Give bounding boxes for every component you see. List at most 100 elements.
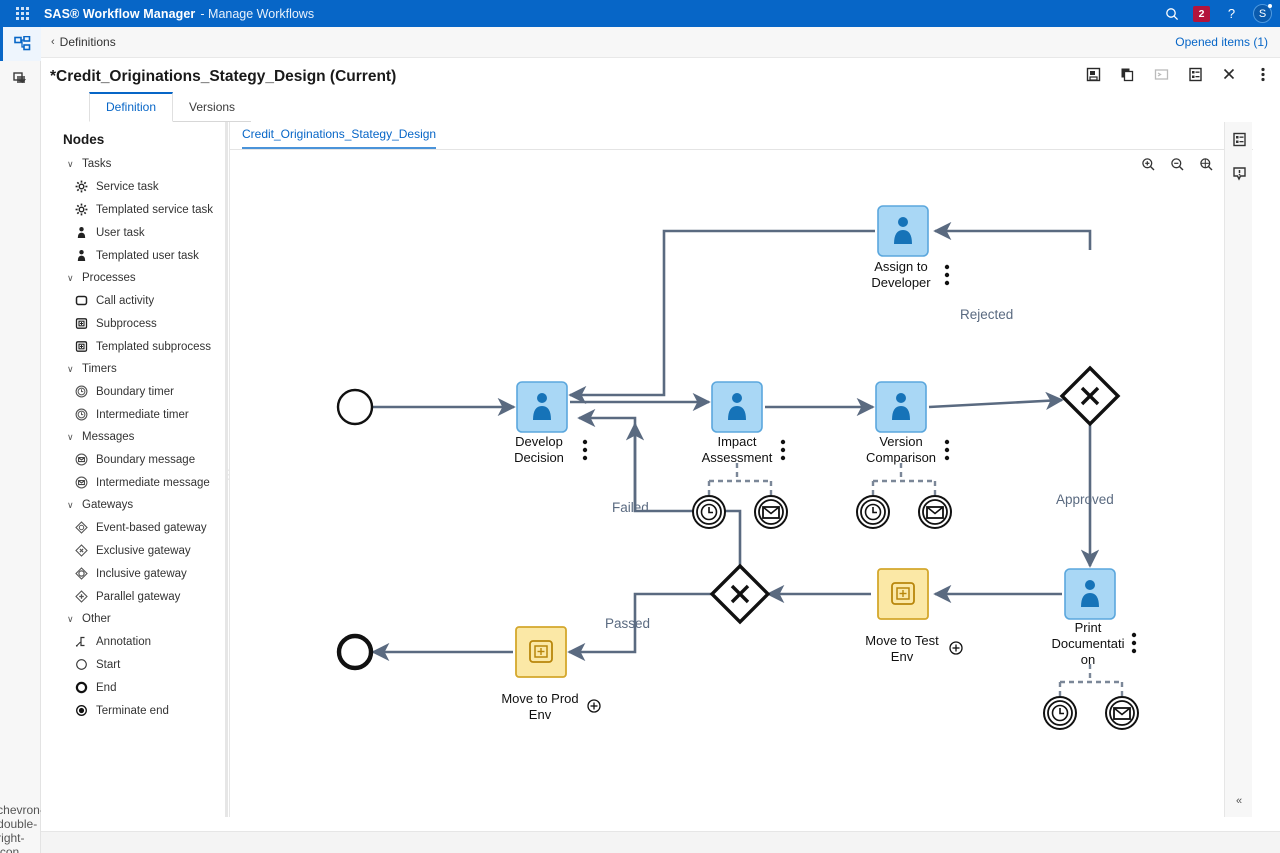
edge-label-rejected: Rejected <box>960 307 1013 322</box>
palette-item-label: End <box>96 681 117 694</box>
breadcrumb[interactable]: ‹ Definitions <box>51 35 116 49</box>
person-icon <box>74 226 88 240</box>
node-label: Developer <box>871 275 931 290</box>
node-assign-to-developer[interactable]: Assign to Developer <box>871 205 950 290</box>
palette-item-boundary-message[interactable]: Boundary message <box>41 448 226 471</box>
node-version-comparison[interactable]: Version Comparison <box>866 381 950 465</box>
node-menu-icon[interactable] <box>1131 632 1137 654</box>
node-menu-icon[interactable] <box>944 439 950 461</box>
palette-item-subprocess[interactable]: Subprocess <box>41 312 226 335</box>
boundary-event-timer[interactable] <box>856 495 890 529</box>
palette-item-call-activity[interactable]: Call activity <box>41 289 226 312</box>
palette-group-messages[interactable]: ∨ Messages <box>41 426 226 448</box>
node-gateway-approval[interactable] <box>1059 365 1121 427</box>
node-end[interactable] <box>336 633 374 671</box>
avatar[interactable]: S <box>1253 4 1272 23</box>
palette-title: Nodes <box>63 132 105 147</box>
boundary-event-timer[interactable] <box>1043 696 1077 730</box>
node-gateway-result[interactable] <box>709 563 771 625</box>
node-impact-assessment[interactable]: Impact Assessment <box>702 381 786 465</box>
node-develop-decision[interactable]: Develop Decision <box>514 381 588 465</box>
notification-badge[interactable]: 2 <box>1193 5 1210 22</box>
comments-panel-icon[interactable] <box>1225 156 1253 190</box>
palette-item-label: Boundary timer <box>96 385 174 398</box>
palette-item-terminate-end[interactable]: Terminate end <box>41 699 226 722</box>
node-label: Print <box>1075 620 1102 635</box>
palette-item-start[interactable]: Start <box>41 653 226 676</box>
boundary-event-message[interactable] <box>918 495 952 529</box>
close-icon[interactable] <box>1220 65 1238 83</box>
canvas-tab-diagram[interactable]: Credit_Originations_Stategy_Design <box>242 127 437 149</box>
app-section-name: - Manage Workflows <box>200 6 315 21</box>
node-menu-icon[interactable] <box>582 439 588 461</box>
zoom-fit-icon[interactable] <box>1198 156 1215 173</box>
document-header: *Credit_Originations_Stategy_Design (Cur… <box>41 58 1280 122</box>
node-start[interactable] <box>336 388 374 426</box>
boundary-event-timer[interactable] <box>692 495 726 529</box>
palette-group-tasks[interactable]: ∨ Tasks <box>41 153 226 175</box>
palette-group-timers[interactable]: ∨ Timers <box>41 358 226 380</box>
node-move-to-test-env[interactable]: Move to Test Env <box>865 568 963 664</box>
palette-item-intermediate-message[interactable]: Intermediate message <box>41 471 226 494</box>
workflow-instances-icon[interactable] <box>0 61 41 95</box>
palette-group-other[interactable]: ∨ Other <box>41 608 226 630</box>
node-palette: Nodes ∨ Tasks Service task Templated ser… <box>41 122 226 817</box>
breadcrumb-bar: ‹ Definitions Opened items (1) <box>41 27 1280 58</box>
opened-items-link[interactable]: Opened items (1) <box>1175 35 1268 49</box>
collapse-right-panel-icon[interactable]: « <box>1235 795 1243 807</box>
node-menu-icon[interactable] <box>944 264 950 286</box>
expand-rail-icon[interactable]: chevron-double-right-icon <box>0 803 44 853</box>
question-mark-icon[interactable]: ? <box>1227 6 1236 21</box>
breadcrumb-label: Definitions <box>59 35 116 49</box>
save-icon[interactable] <box>1084 65 1102 83</box>
palette-splitter[interactable] <box>223 122 236 817</box>
palette-item-intermediate-timer[interactable]: Intermediate timer <box>41 403 226 426</box>
document-tabs: Definition Versions <box>89 92 252 122</box>
properties-panel-icon[interactable] <box>1225 122 1253 156</box>
export-icon <box>1152 65 1170 83</box>
annotation-icon <box>74 635 88 649</box>
palette-item-exclusive-gateway[interactable]: Exclusive gateway <box>41 539 226 562</box>
tab-definition[interactable]: Definition <box>89 92 174 122</box>
expand-subprocess-icon[interactable] <box>949 641 963 655</box>
node-print-documentation[interactable]: Print Documentati on <box>1052 568 1137 667</box>
palette-group-label: Gateways <box>82 499 134 511</box>
left-navigation-rail: chevron-double-right-icon <box>0 27 44 853</box>
workflow-diagram[interactable]: Develop Decision Impact Assessment <box>230 150 1225 817</box>
app-grid-icon[interactable] <box>0 0 44 27</box>
boundary-event-message[interactable] <box>1105 696 1139 730</box>
node-label: Impact <box>717 434 756 449</box>
palette-item-templated-service-task[interactable]: Templated service task <box>41 198 226 221</box>
tab-versions[interactable]: Versions <box>173 94 252 122</box>
palette-item-label: Start <box>96 658 121 671</box>
node-label: Env <box>891 649 914 664</box>
node-move-to-prod-env[interactable]: Move to Prod Env <box>501 626 601 722</box>
palette-item-annotation[interactable]: Annotation <box>41 630 226 653</box>
workflow-diagram-icon[interactable] <box>0 27 41 61</box>
palette-item-boundary-timer[interactable]: Boundary timer <box>41 380 226 403</box>
clock-circle-icon <box>74 408 88 422</box>
palette-item-label: Templated subprocess <box>96 340 212 353</box>
envelope-circle-icon <box>74 453 88 467</box>
palette-item-user-task[interactable]: User task <box>41 221 226 244</box>
zoom-out-icon[interactable] <box>1169 156 1186 173</box>
palette-item-label: Event-based gateway <box>96 521 207 534</box>
palette-group-gateways[interactable]: ∨ Gateways <box>41 494 226 516</box>
node-menu-icon[interactable] <box>780 439 786 461</box>
zoom-in-icon[interactable] <box>1140 156 1157 173</box>
more-options-icon[interactable] <box>1254 65 1272 83</box>
palette-item-inclusive-gateway[interactable]: Inclusive gateway <box>41 562 226 585</box>
expand-subprocess-icon[interactable] <box>587 699 601 713</box>
copy-icon[interactable] <box>1118 65 1136 83</box>
palette-group-processes[interactable]: ∨ Processes <box>41 267 226 289</box>
properties-icon[interactable] <box>1186 65 1204 83</box>
palette-item-service-task[interactable]: Service task <box>41 175 226 198</box>
palette-item-templated-user-task[interactable]: Templated user task <box>41 244 226 267</box>
palette-item-event-based-gateway[interactable]: Event-based gateway <box>41 516 226 539</box>
palette-item-end[interactable]: End <box>41 676 226 699</box>
terminate-end-icon <box>74 704 88 718</box>
palette-item-templated-subprocess[interactable]: Templated subprocess <box>41 335 226 358</box>
palette-item-parallel-gateway[interactable]: Parallel gateway <box>41 585 226 608</box>
search-icon[interactable] <box>1163 5 1180 22</box>
boundary-event-message[interactable] <box>754 495 788 529</box>
